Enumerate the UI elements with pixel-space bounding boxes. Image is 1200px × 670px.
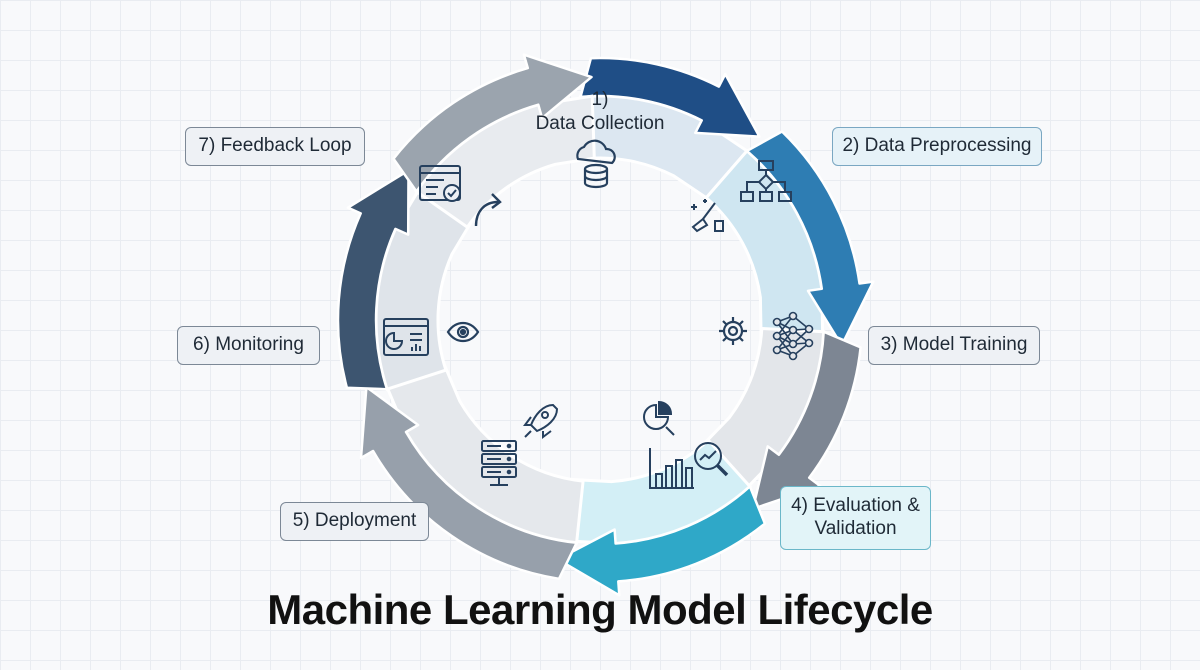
analytics-chart-icon xyxy=(649,442,729,489)
checklist-window-icon xyxy=(419,165,461,202)
ring-arrow-1 xyxy=(579,56,761,138)
stage-1-label: 1) Data Collection xyxy=(525,88,675,136)
stage-4-label: 4) Evaluation & Validation xyxy=(780,486,931,550)
dashboard-icon xyxy=(383,318,429,356)
stage-1-title: Data Collection xyxy=(535,112,665,134)
neural-network-icon xyxy=(772,311,814,361)
curved-arrow-icon xyxy=(474,193,502,227)
ring-arrow-5 xyxy=(359,385,578,581)
server-icon xyxy=(481,440,517,486)
stage-2-title: 2) Data Preprocessing xyxy=(842,135,1032,157)
ring-arrow-7 xyxy=(392,53,593,193)
stage-7-label: 7) Feedback Loop xyxy=(185,127,365,166)
ring-arrow-4 xyxy=(556,485,767,597)
stage-4-title-line1: 4) Evaluation & xyxy=(791,495,920,517)
cleaning-broom-icon xyxy=(691,199,724,233)
stage-5-label: 5) Deployment xyxy=(280,502,429,541)
stage-2-label: 2) Data Preprocessing xyxy=(832,127,1042,166)
stage-4-title-line2: Validation xyxy=(814,518,897,539)
stage-3-title: 3) Model Training xyxy=(880,334,1028,356)
cloud-database-icon xyxy=(576,139,616,189)
ring-arrow-6 xyxy=(336,169,410,391)
stage-6-title: 6) Monitoring xyxy=(193,334,304,356)
rocket-icon xyxy=(523,403,559,439)
pie-chart-icon xyxy=(643,400,675,436)
stage-6-label: 6) Monitoring xyxy=(177,326,320,365)
stage-3-label: 3) Model Training xyxy=(868,326,1040,365)
gear-icon xyxy=(719,317,747,345)
stage-1-number: 1) xyxy=(591,89,609,110)
ring-arrow-2 xyxy=(745,130,875,347)
flowchart-icon xyxy=(740,160,792,202)
eye-icon xyxy=(446,321,480,343)
stage-5-title: 5) Deployment xyxy=(292,510,417,532)
stage-7-title: 7) Feedback Loop xyxy=(198,135,352,157)
page-title: Machine Learning Model Lifecycle xyxy=(267,586,933,633)
